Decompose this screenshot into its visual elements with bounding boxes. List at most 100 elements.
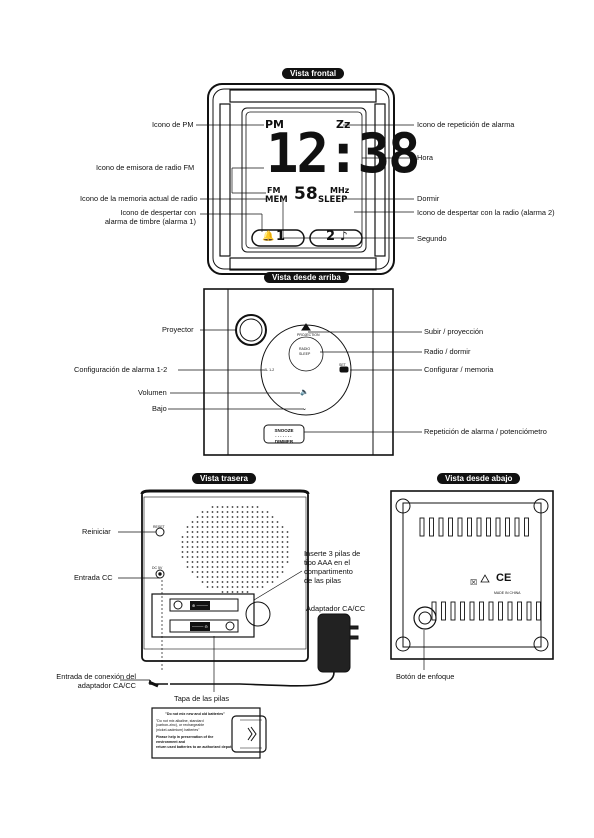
speaker-hole [206, 561, 209, 563]
speaker-hole [231, 571, 234, 573]
label-buzzer-alarm-line1: Icono de despertar con [120, 208, 196, 217]
speaker-hole [191, 521, 194, 523]
speaker-hole [246, 586, 249, 588]
speaker-hole [216, 536, 219, 538]
vent-slot [524, 517, 529, 537]
speaker-hole [226, 591, 229, 593]
speaker-hole [236, 521, 239, 523]
speaker-hole [226, 561, 229, 563]
speaker-hole [186, 556, 189, 558]
speaker-hole [216, 511, 219, 513]
label-volume: Volumen [138, 388, 167, 397]
speaker-hole [276, 551, 279, 553]
speaker-hole [241, 546, 244, 548]
speaker-hole [241, 526, 244, 528]
speaker-hole [211, 526, 214, 528]
speaker-hole [266, 571, 269, 573]
speaker-hole [216, 561, 219, 563]
speaker-hole [281, 556, 284, 558]
speaker-hole [241, 551, 244, 553]
speaker-hole [236, 506, 239, 508]
speaker-hole [181, 541, 184, 543]
speaker-hole [246, 531, 249, 533]
label-battery-line2: tipo AAA en el [304, 558, 351, 567]
speaker-hole [231, 506, 234, 508]
speaker-hole [276, 536, 279, 538]
label-buzzer-alarm-line2: alarma de timbre (alarma 1) [104, 217, 196, 226]
speaker-hole [186, 531, 189, 533]
speaker-hole [221, 571, 224, 573]
speaker-hole [256, 536, 259, 538]
speaker-hole [186, 536, 189, 538]
vent-slot [514, 517, 520, 537]
device-sleep-text: SLEEP [299, 352, 311, 356]
speaker-hole [241, 591, 244, 593]
speaker-hole [246, 536, 249, 538]
speaker-hole [286, 551, 289, 553]
label-memory-icon: Icono de la memoria actual de radio [80, 194, 198, 203]
speaker-hole [196, 546, 199, 548]
speaker-hole [261, 541, 264, 543]
speaker-hole [241, 586, 244, 588]
speaker-hole [226, 536, 229, 538]
speaker-hole [271, 536, 274, 538]
speaker-hole [246, 591, 249, 593]
speaker-hole [241, 506, 244, 508]
speaker-hole [266, 576, 269, 578]
speaker-hole [216, 546, 219, 548]
speaker-hole [211, 576, 214, 578]
speaker-hole [241, 536, 244, 538]
speaker-hole [196, 516, 199, 518]
speaker-hole [216, 521, 219, 523]
speaker-hole [271, 571, 274, 573]
speaker-hole [271, 546, 274, 548]
speaker-hole [241, 521, 244, 523]
speaker-hole [256, 556, 259, 558]
speaker-hole [201, 536, 204, 538]
lcd-time: 12:38 [266, 122, 421, 185]
speaker-hole [226, 506, 229, 508]
label-reset: Reiniciar [82, 527, 111, 536]
speaker-hole [211, 581, 214, 583]
label-battery-instructions: Inserte 3 pilas de tipo AAA en el compar… [304, 549, 360, 585]
snooze-dots: ······· [275, 433, 293, 439]
speaker-hole [226, 521, 229, 523]
speaker-hole [236, 551, 239, 553]
speaker-hole [276, 576, 279, 578]
section-title-rear: Vista trasera [192, 473, 256, 484]
speaker-hole [251, 556, 254, 558]
battery-note: "Do not mix new and old batteries" "Do n… [156, 712, 234, 749]
speaker-hole [251, 561, 254, 563]
speaker-hole [281, 541, 284, 543]
vent-slot [517, 601, 522, 621]
vent-slot [450, 601, 456, 621]
speaker-hole [216, 516, 219, 518]
battery-note-line5: Please help in preservation of the envir… [156, 735, 214, 744]
speaker-hole [196, 556, 199, 558]
label-radio-sleep: Radio / dormir [424, 347, 471, 356]
speaker-hole [256, 521, 259, 523]
speaker-hole [276, 531, 279, 533]
speaker-hole [206, 531, 209, 533]
speaker-hole [271, 576, 274, 578]
label-dc-in: Entrada CC [74, 573, 113, 582]
speaker-hole [271, 541, 274, 543]
speaker-hole [261, 581, 264, 583]
speaker-hole [251, 546, 254, 548]
speaker-hole [266, 516, 269, 518]
speaker-hole [251, 551, 254, 553]
speaker-hole [201, 516, 204, 518]
speaker-hole [216, 566, 219, 568]
speaker-hole [266, 521, 269, 523]
speaker-hole [216, 531, 219, 533]
speaker-hole [251, 581, 254, 583]
speaker-hole [241, 561, 244, 563]
label-pm-icon: Icono de PM [152, 120, 194, 129]
speaker-hole [271, 581, 274, 583]
speaker-hole [201, 546, 204, 548]
speaker-hole [221, 526, 224, 528]
speaker-hole [251, 536, 254, 538]
speaker-hole [261, 546, 264, 548]
section-title-bottom: Vista desde abajo [437, 473, 521, 484]
speaker-hole [246, 576, 249, 578]
